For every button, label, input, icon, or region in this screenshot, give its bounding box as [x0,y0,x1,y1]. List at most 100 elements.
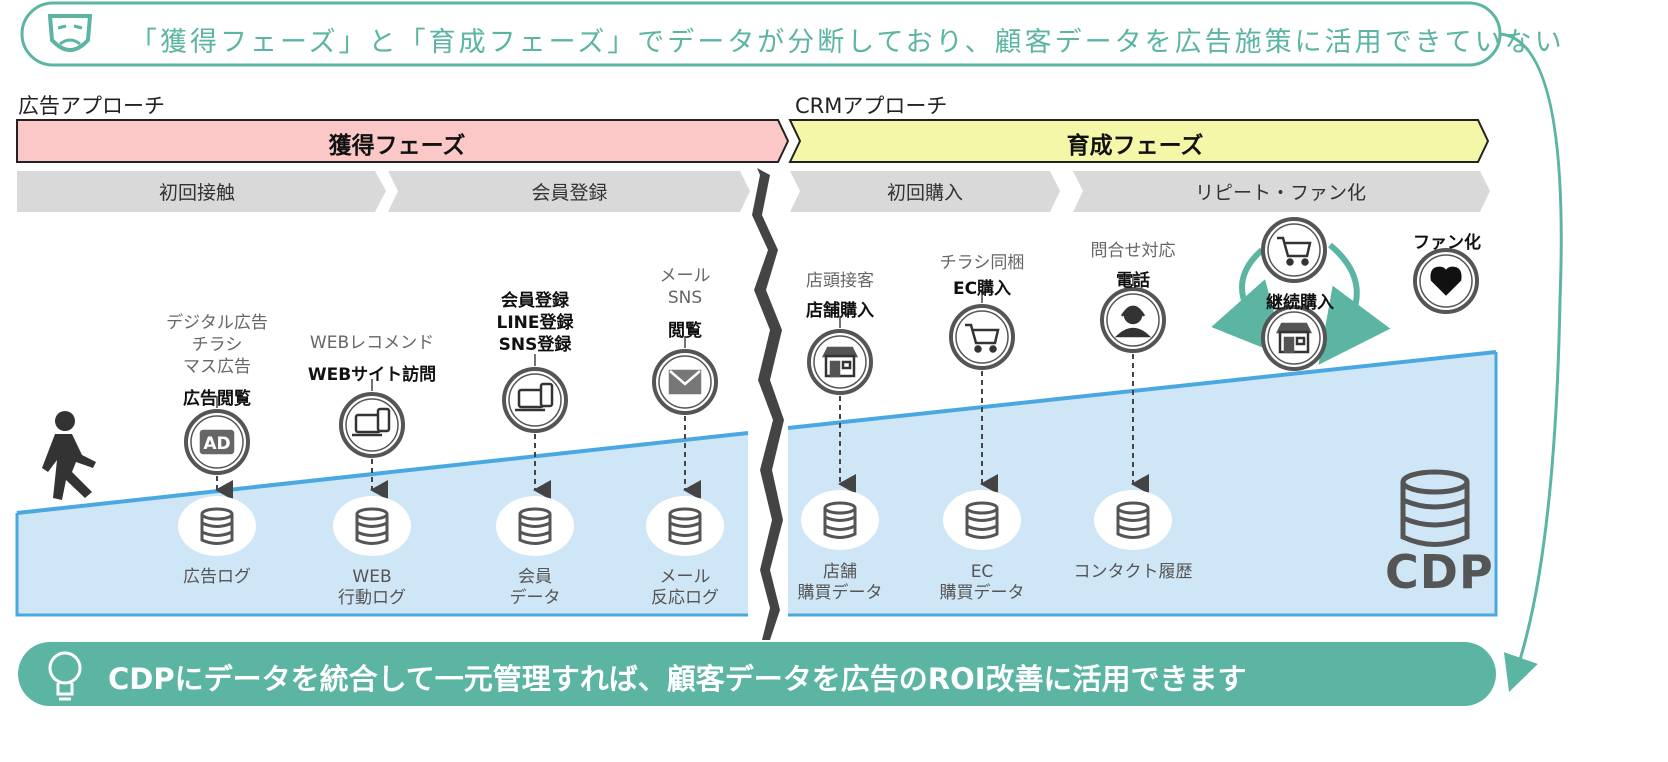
continuous-purchase-label: 継続購入 [1266,293,1334,313]
channel-action-line: 電話 [1116,271,1150,291]
channel-action-line: 店舗購入 [806,301,874,321]
data-store-label-line: 反応ログ [651,588,719,608]
acquisition-phase-label: 獲得フェーズ [328,133,466,159]
channel-icon-badge [502,367,568,433]
devices-icon [515,382,554,412]
lightbulb-icon [48,651,82,701]
sad-face-icon [47,14,93,52]
channel-action: 店舗購入 [730,300,950,322]
channel-source: 問合せ対応 [1023,240,1243,262]
channel-source-line: チラシ同梱 [939,253,1025,273]
channel-action-line: SNS登録 [498,335,572,355]
database-icon [1094,490,1172,550]
cart-icon [965,323,1000,353]
database-icon [178,496,256,556]
solution-banner [18,642,1496,706]
data-store-label: 広告ログ [107,567,327,588]
step-chevron-3 [790,171,1060,212]
step-first-contact: 初回接触 [158,182,235,204]
channel-action-line: 広告閲覧 [183,389,251,409]
data-store-label: 店舗購買データ [730,562,950,604]
heart-icon [1430,266,1462,296]
database-icon [646,496,724,556]
data-store-label: メール反応ログ [575,567,795,609]
channel-source: デジタル広告チラシマス広告 [107,312,327,378]
store-icon [1275,322,1313,354]
channel-source-line: WEBレコメンド [309,333,435,353]
step-first-purchase: 初回購入 [886,182,963,204]
store-icon [821,346,859,378]
database-icon [943,490,1021,550]
step-repeat-fan: リピート・ファン化 [1194,182,1366,204]
data-store-label: コンタクト履歴 [1023,562,1243,583]
data-store-label: 会員データ [425,567,645,609]
cdp-label: CDP [1385,545,1494,599]
data-store-label-line: WEB [352,567,392,587]
channel-action: WEBサイト訪問 [262,364,482,386]
channel-icon-badge [1261,217,1327,283]
nurture-phase-label: 育成フェーズ [1066,133,1204,159]
data-store-label-line: メール [659,567,711,587]
channel-source-line: メール [659,266,711,286]
channel-icon-badge [1100,287,1166,353]
operator-icon [1114,305,1152,338]
channel-action-line: 会員登録 [501,291,569,311]
nurture-phase-bar [788,119,1490,163]
database-icon [801,490,879,550]
repeat-cycle-arrow-left [1211,247,1286,357]
channel-action-line: LINE登録 [496,313,574,333]
ad-approach-label: 広告アプローチ [18,94,165,118]
fan-label: ファン化 [1413,233,1481,253]
channel-icon-badge [1261,305,1327,371]
acquisition-phase-bar [16,119,790,163]
flow-arrow [1499,32,1563,693]
data-store-label-line: 店舗 [823,562,857,582]
channel-icon-badge [1413,248,1479,314]
channel-icon-badge [949,304,1015,370]
repeat-cycle-arrow-right [1318,242,1391,365]
channel-action-line: WEBサイト訪問 [307,365,437,385]
step-chevron-1 [17,171,386,212]
data-store-label-line: 行動ログ [338,588,406,608]
channel-source-line: チラシ [191,335,243,355]
data-store-label-line: コンタクト履歴 [1073,562,1193,582]
channel-action: EC購入 [872,278,1092,300]
cart-icon [1277,236,1312,266]
channel-source: チラシ同梱 [872,252,1092,274]
data-store-label-line: 購買データ [797,583,883,603]
channel-action-line: 閲覧 [668,321,702,341]
problem-text: 「獲得フェーズ」と「育成フェーズ」でデータが分断しており、顧客データを広告施策に… [130,27,1565,58]
cdp-database-icon [1400,469,1470,547]
database-icon [333,496,411,556]
data-store-label-line: EC [970,562,994,582]
channel-source-line: デジタル広告 [166,313,268,333]
channel-source-line: SNS [667,288,703,308]
solution-text: CDPにデータを統合して一元管理すれば、顧客データを広告のROI改善に活用できま… [108,662,1247,696]
data-store-label-line: データ [509,588,561,608]
channel-icon-badge: AD [184,409,250,475]
channel-source: 店頭接客 [730,270,950,292]
channel-source-line: 店頭接客 [806,271,874,291]
channel-icon-badge [807,329,873,395]
channel-action: 閲覧 [575,320,795,342]
data-store-label-line: 購買データ [939,583,1025,603]
data-store-label-line: 会員 [518,567,552,587]
devices-icon [352,407,391,437]
database-icon [496,496,574,556]
svg-text:AD: AD [203,434,230,454]
channel-action: 電話 [1023,270,1243,292]
channel-action-line: EC購入 [952,279,1012,299]
data-store-label-line: 広告ログ [183,567,251,587]
data-wedge-left-edge [16,431,749,515]
channel-source-line: マス広告 [183,357,251,377]
channel-action: 広告閲覧 [107,388,327,410]
step-chevron-2 [388,171,750,212]
channel-icon-badge [339,392,405,458]
walking-person-icon [42,411,96,500]
mail-icon [668,369,702,395]
